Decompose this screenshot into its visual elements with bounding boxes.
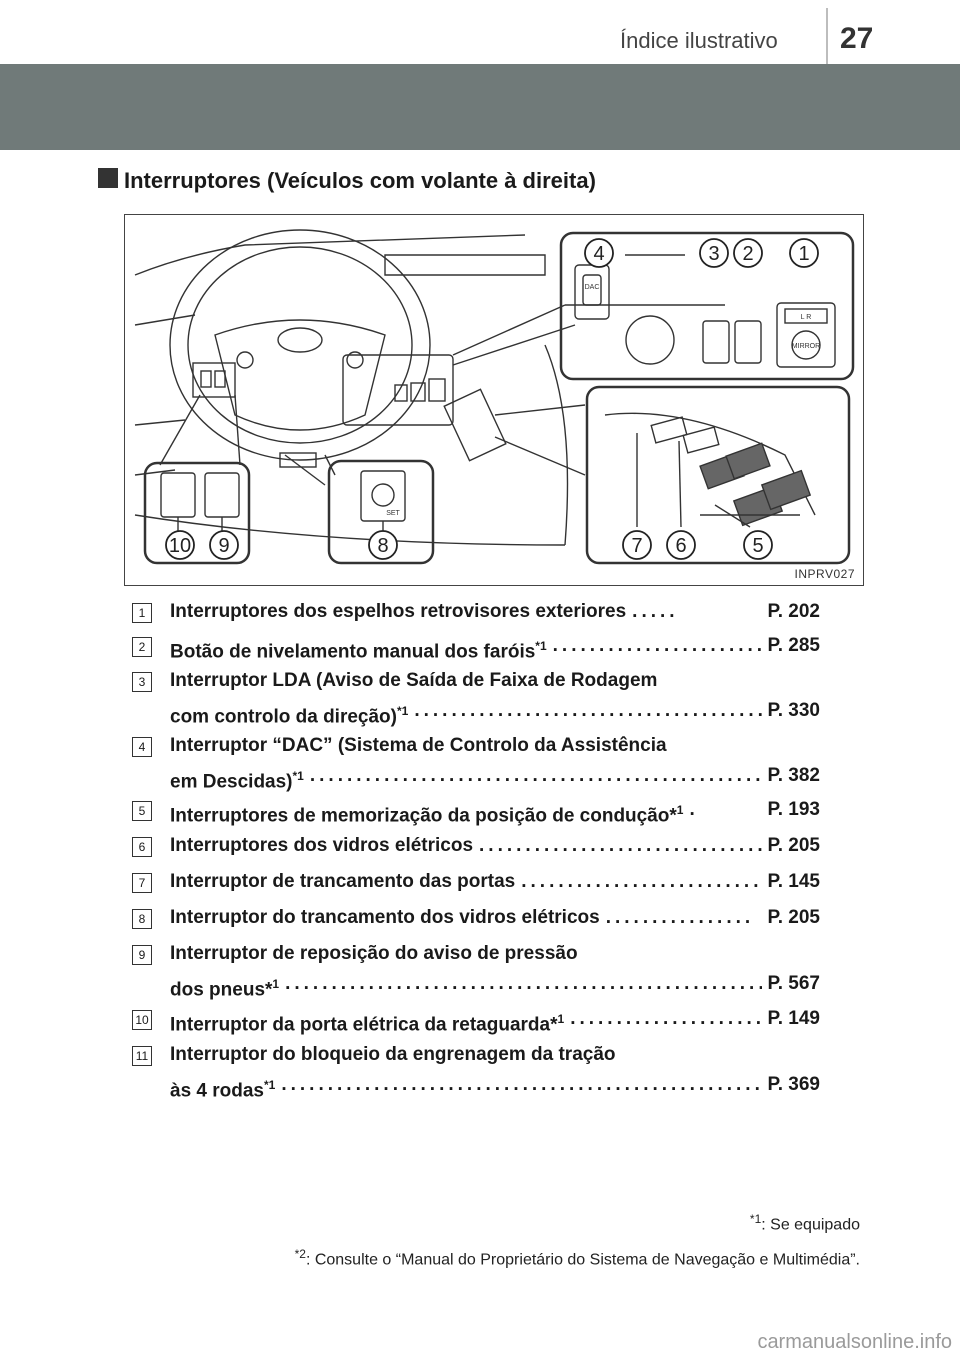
item-page: P. 382 bbox=[767, 765, 820, 786]
callout-label-10: 10 bbox=[169, 535, 191, 557]
item-text-line1: Interruptor “DAC” (Sistema de Controlo d… bbox=[170, 735, 667, 756]
callout-8 bbox=[368, 530, 398, 560]
item-page: P. 193 bbox=[767, 799, 820, 820]
item-number: 8 bbox=[132, 909, 152, 929]
item-text: Interruptor de trancamento das portas bbox=[170, 871, 516, 892]
header-title: Índice ilustrativo bbox=[620, 28, 778, 53]
item-number: 9 bbox=[132, 945, 152, 965]
callout-label-4: 4 bbox=[593, 243, 604, 265]
item-text: Interruptor do trancamento dos vidros el… bbox=[170, 907, 600, 928]
item-page: P. 145 bbox=[767, 871, 820, 892]
footnote-ref: *1 bbox=[264, 1078, 276, 1092]
item-number: 5 bbox=[132, 801, 152, 821]
item-page: P. 369 bbox=[767, 1074, 820, 1095]
item-text: com controlo da direção) bbox=[170, 706, 397, 728]
item-text: em Descidas) bbox=[170, 771, 293, 793]
footnote-ref: *1 bbox=[396, 704, 409, 718]
section-title: Interruptores (Veículos com volante à di… bbox=[124, 168, 596, 193]
callout-label-1: 1 bbox=[798, 243, 809, 265]
callout-1 bbox=[789, 238, 819, 268]
item-page: P. 202 bbox=[767, 601, 820, 622]
callout-10 bbox=[165, 530, 195, 560]
lr-label: L R bbox=[801, 314, 812, 321]
item-page: P. 567 bbox=[767, 973, 820, 994]
item-number: 6 bbox=[132, 837, 152, 857]
item-number: 11 bbox=[132, 1046, 152, 1066]
callout-label-8: 8 bbox=[377, 535, 388, 557]
footnote-ref: *1 bbox=[535, 639, 547, 653]
item-text-line1: Interruptor LDA (Aviso de Saída de Faixa… bbox=[170, 670, 658, 691]
page-header: Índice ilustrativo 27 bbox=[0, 0, 960, 64]
dac-label: DAC bbox=[585, 284, 600, 291]
item-text: Botão de nivelamento manual dos faróis bbox=[170, 641, 536, 663]
item-text-line1: Interruptor do bloqueio da engrenagem da… bbox=[170, 1044, 616, 1065]
item-number: 7 bbox=[132, 873, 152, 893]
header-divider bbox=[826, 8, 828, 64]
switches-illustration: 1 2 3 4 5 6 7 8 9 10 DAC L R MIRROR SET … bbox=[124, 214, 864, 586]
page-number: 27 bbox=[840, 22, 874, 55]
footnote-2: *2: Consulte o “Manual do Proprietário d… bbox=[295, 1247, 860, 1269]
callout-label-3: 3 bbox=[708, 243, 719, 265]
item-number: 4 bbox=[132, 737, 152, 757]
item-text: dos pneus* bbox=[170, 979, 273, 1001]
mirror-label: MIRROR bbox=[792, 343, 820, 350]
footnote-ref: 1 bbox=[557, 1012, 565, 1026]
header-banner bbox=[0, 64, 960, 150]
figure-code: INPRV027 bbox=[794, 567, 855, 581]
item-text: Interruptor da porta elétrica da retagua… bbox=[170, 1014, 558, 1036]
watermark: carmanualsonline.info bbox=[757, 1331, 952, 1353]
item-page: P. 205 bbox=[767, 835, 820, 856]
item-page: P. 149 bbox=[767, 1008, 820, 1029]
callout-4 bbox=[584, 238, 614, 268]
callout-6 bbox=[666, 530, 696, 560]
item-number: 10 bbox=[132, 1010, 152, 1030]
footnote-ref: 1 bbox=[272, 977, 280, 991]
footnote-mark: *2 bbox=[294, 1247, 306, 1261]
item-page: P. 330 bbox=[767, 700, 820, 721]
item-number: 1 bbox=[132, 603, 152, 623]
footnote-1: *1: Se equipado bbox=[750, 1212, 860, 1234]
item-text-line1: Interruptor de reposição do aviso de pre… bbox=[170, 943, 578, 964]
callout-5 bbox=[743, 530, 773, 560]
footnote-ref: 1 bbox=[676, 803, 684, 817]
callout-3 bbox=[699, 238, 729, 268]
callout-9 bbox=[209, 530, 239, 560]
item-text: às 4 rodas bbox=[170, 1080, 264, 1102]
dashboard-drawing: 1 2 3 4 5 6 7 8 9 10 DAC L R MIRROR SET bbox=[134, 229, 855, 565]
callout-label-5: 5 bbox=[752, 535, 763, 557]
section-square-icon bbox=[98, 168, 118, 188]
item-page: P. 205 bbox=[767, 907, 820, 928]
set-label: SET bbox=[386, 510, 400, 517]
callout-label-9: 9 bbox=[218, 535, 229, 557]
callout-2 bbox=[733, 238, 763, 268]
item-text: Interruptores dos vidros elétricos bbox=[170, 835, 474, 856]
callout-label-7: 7 bbox=[631, 535, 642, 557]
item-number: 2 bbox=[132, 637, 152, 657]
footnote-ref: *1 bbox=[292, 769, 304, 783]
callout-label-2: 2 bbox=[742, 243, 753, 265]
footnote-mark: *1 bbox=[749, 1212, 762, 1226]
item-page: P. 285 bbox=[767, 635, 820, 656]
item-number: 3 bbox=[132, 672, 152, 692]
item-text: Interruptores de memorização da posição … bbox=[170, 805, 677, 827]
callout-7 bbox=[622, 530, 652, 560]
footnote-text: : Se equipado bbox=[761, 1216, 860, 1234]
footnote-text: : Consulte o “Manual do Proprietário do … bbox=[305, 1251, 860, 1269]
callout-label-6: 6 bbox=[675, 535, 686, 557]
item-text: Interruptores dos espelhos retrovisores … bbox=[170, 601, 627, 622]
